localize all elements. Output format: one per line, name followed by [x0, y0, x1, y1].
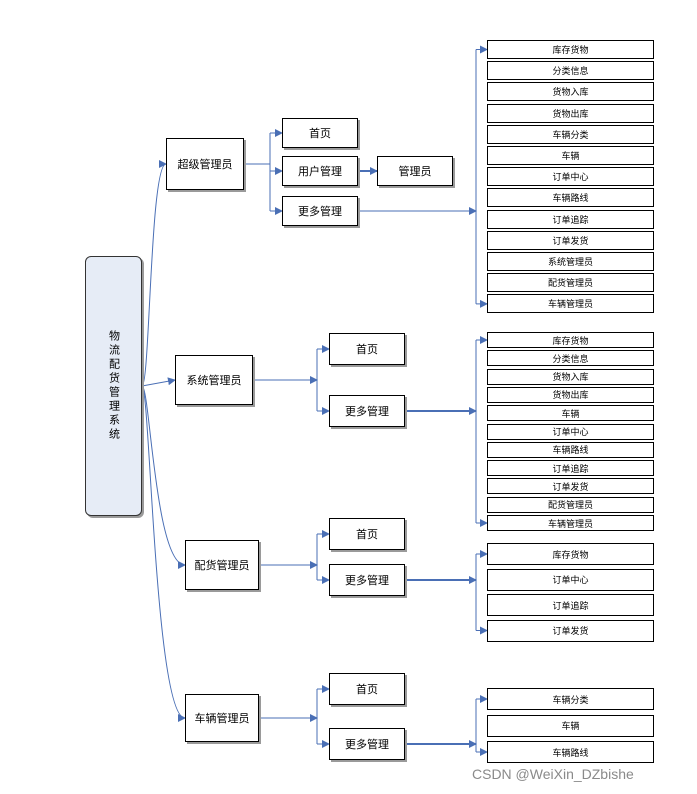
- dispatch-admin-node: 配货管理员: [185, 540, 259, 590]
- system-leaf-item: 订单发货: [487, 478, 654, 495]
- system-leaf-item: 车辆管理员: [487, 515, 654, 531]
- super-leaf-item: 订单发货: [487, 230, 654, 250]
- super-leaf-item: 车辆管理员: [487, 294, 654, 314]
- system-leaf-item: 车辆路线: [487, 441, 654, 458]
- vehicle-home-node: 首页: [329, 673, 405, 705]
- root-to-vehicle-line: [141, 385, 186, 722]
- super-admin-node: 超级管理员: [166, 138, 244, 190]
- vehicle-leaf-item: 车辆路线: [487, 741, 654, 763]
- dispatch-home-node: 首页: [329, 518, 405, 550]
- root-to-system-line: [141, 377, 176, 387]
- system-leaf-item: 订单追踪: [487, 460, 654, 477]
- super-user-mgmt-node: 用户管理: [282, 156, 358, 186]
- super-leaf-item: 货物出库: [487, 103, 654, 123]
- vehicle-leaf-item: 车辆分类: [487, 688, 654, 710]
- system-home-node: 首页: [329, 333, 405, 365]
- super-more-node: 更多管理: [282, 196, 358, 226]
- super-admin-leaf-node: 管理员: [377, 156, 453, 186]
- super-home-node: 首页: [282, 118, 358, 148]
- system-leaf-item: 货物出库: [487, 386, 654, 403]
- root-to-super-line: [141, 160, 167, 387]
- super-leaf-item: 系统管理员: [487, 252, 654, 271]
- super-leaf-item: 配货管理员: [487, 273, 654, 293]
- super-leaf-item: 库存货物: [487, 40, 654, 59]
- super-leaf-item: 分类信息: [487, 61, 654, 81]
- root-node: 物流配货管理系统: [85, 256, 142, 516]
- vehicle-admin-node: 车辆管理员: [185, 694, 259, 742]
- dispatch-more-node: 更多管理: [329, 564, 405, 596]
- root-to-dispatch-line: [141, 385, 186, 569]
- super-leaf-item: 车辆路线: [487, 188, 654, 208]
- watermark: CSDN @WeiXin_DZbishe: [472, 766, 634, 782]
- super-leaf-item: 车辆分类: [487, 124, 654, 144]
- super-leaf-item: 货物入库: [487, 82, 654, 102]
- vehicle-leaf-item: 车辆: [487, 714, 654, 737]
- system-admin-node: 系统管理员: [175, 355, 253, 405]
- system-leaf-item: 订单中心: [487, 423, 654, 440]
- system-leaf-item: 货物入库: [487, 368, 654, 385]
- super-leaf-item: 订单中心: [487, 167, 654, 187]
- system-leaf-item: 车辆: [487, 405, 654, 422]
- system-leaf-item: 库存货物: [487, 332, 654, 348]
- dispatch-leaf-item: 订单发货: [487, 619, 654, 642]
- dispatch-leaf-item: 订单追踪: [487, 594, 654, 616]
- system-leaf-item: 配货管理员: [487, 496, 654, 513]
- dispatch-leaf-item: 库存货物: [487, 543, 654, 565]
- super-leaf-item: 车辆: [487, 146, 654, 165]
- super-leaf-item: 订单追踪: [487, 209, 654, 229]
- system-more-node: 更多管理: [329, 395, 405, 427]
- root-label: 物流配货管理系统: [107, 330, 121, 442]
- system-leaf-item: 分类信息: [487, 350, 654, 367]
- vehicle-more-node: 更多管理: [329, 728, 405, 760]
- dispatch-leaf-item: 订单中心: [487, 568, 654, 591]
